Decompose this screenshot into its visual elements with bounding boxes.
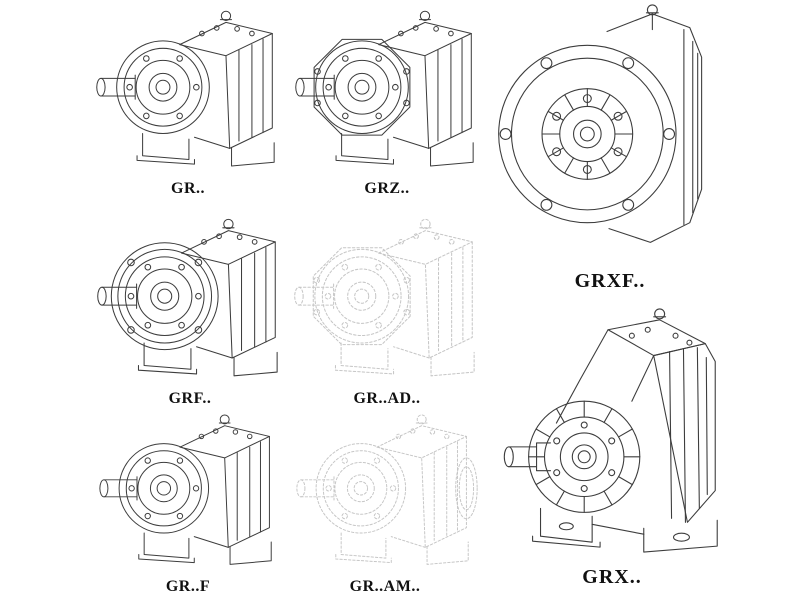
figure-gr-am: GR..AM.. [284, 406, 486, 596]
grz-gearbox-drawing [295, 10, 474, 167]
figure-grx: GRX.. [492, 296, 732, 589]
figure-label-gr-f: GR..F [165, 578, 211, 595]
figure-label-grxf: GRXF.. [574, 270, 646, 292]
figure-label-grz: GRZ.. [364, 180, 410, 197]
figure-gr-ad: GR..AD.. [284, 210, 490, 408]
figure-label-gr-am: GR..AM.. [349, 578, 421, 595]
grf-flange-gearbox-drawing [97, 218, 278, 377]
figure-grz: GRZ.. [288, 2, 486, 198]
gr-ad-adapter-gearbox-drawing [294, 218, 475, 377]
figure-label-gr: GR.. [171, 180, 205, 197]
figure-label-grf: GRF.. [168, 390, 212, 407]
gr-foot-mounted-gearbox-drawing [96, 10, 275, 167]
figure-grxf: GRXF.. [492, 2, 728, 293]
grx-large-gearbox-drawing [503, 308, 718, 553]
grxf-flange-gearbox-front-drawing [498, 4, 703, 243]
figure-label-gr-ad: GR..AD.. [353, 390, 421, 407]
figure-gr: GR.. [88, 2, 288, 198]
figure-grf: GRF.. [90, 210, 290, 408]
figure-gr-f: GR..F [88, 406, 288, 596]
gr-f-foot-gearbox-drawing [99, 414, 272, 565]
figure-label-grx: GRX.. [582, 566, 642, 588]
gr-am-motor-adapter-gearbox-drawing [296, 414, 478, 565]
